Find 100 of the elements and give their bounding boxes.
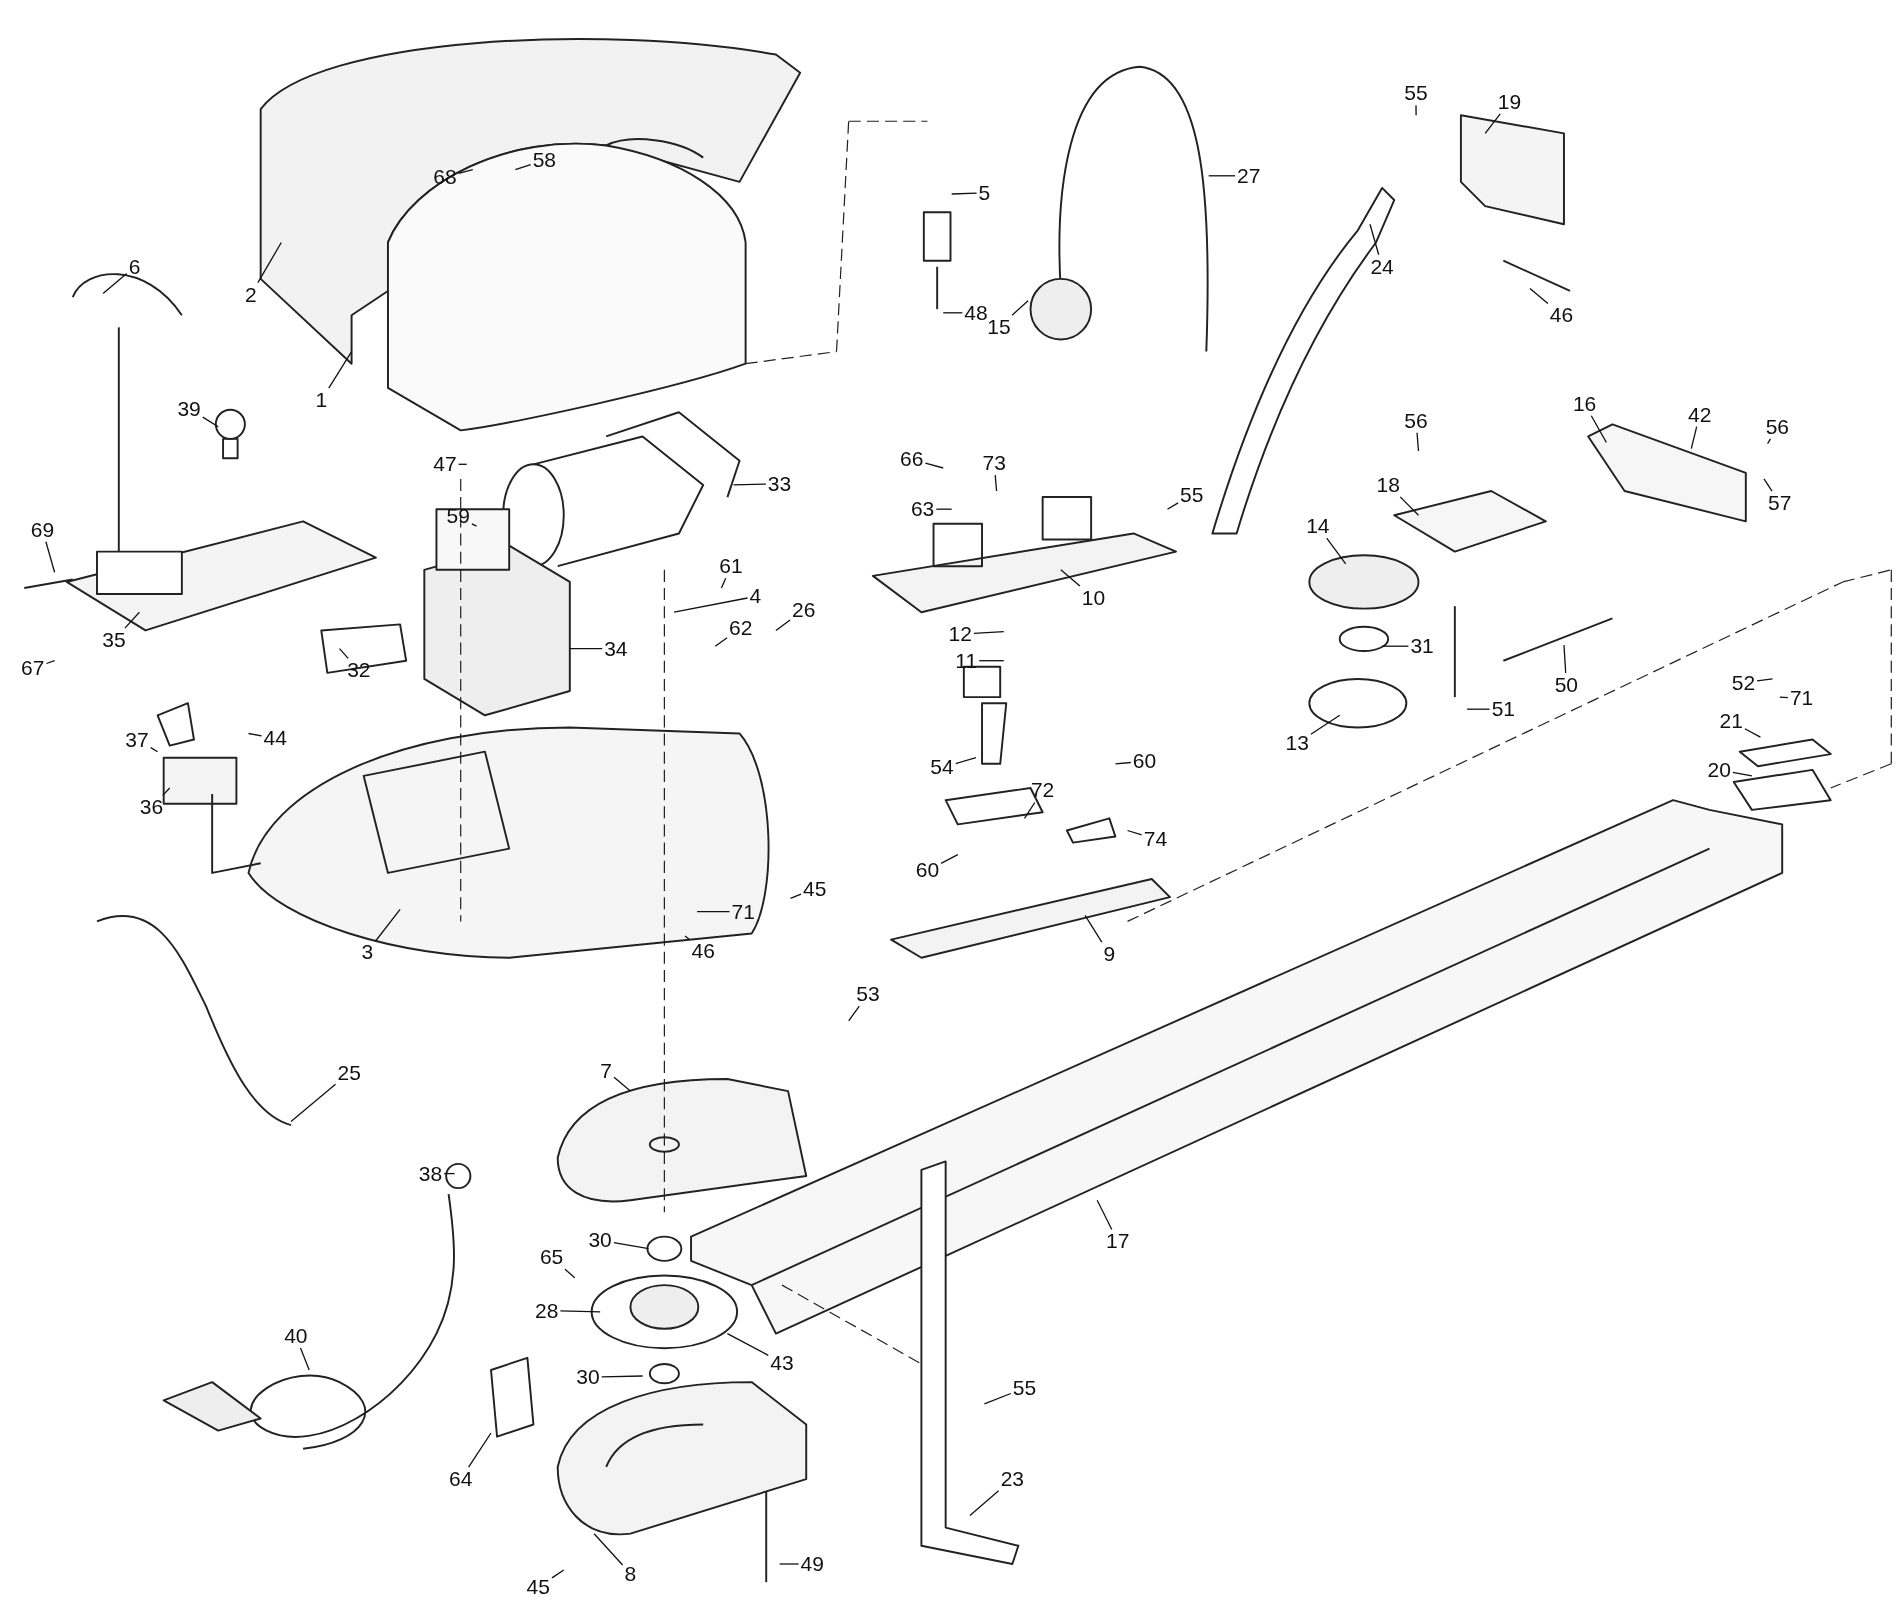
callout-number: 66 [899,448,925,471]
callout-number: 69 [29,518,56,541]
leader-line [338,647,349,660]
callout-number: 14 [1305,515,1331,538]
leader-line [940,854,959,865]
leader-line [848,1005,860,1022]
callout-number: 60 [914,859,941,882]
callout-number: 2 [244,283,258,306]
callout-number: 3 [360,940,375,963]
leader-line [467,1432,492,1468]
callout-number: 38 [417,1162,444,1185]
callout-number: 73 [981,452,1007,475]
callout-number: 10 [1080,586,1107,609]
callout-number: 23 [999,1468,1025,1491]
leader-line [124,611,141,629]
callout-number: 45 [525,1576,551,1598]
leader-line [1126,829,1143,836]
callout-number: 28 [534,1299,560,1322]
leader-line [1166,502,1179,510]
leader-line [551,1569,565,1579]
callout-number: 46 [690,939,716,962]
leader-line [1529,287,1549,305]
callout-number: 40 [283,1325,309,1348]
leader-line [601,1375,644,1378]
callout-number: 21 [1718,710,1744,733]
leader-line [1399,496,1420,516]
callout-number: 26 [791,598,817,621]
callout-number: 37 [124,728,150,751]
callout-number: 36 [138,796,165,819]
callout-number: 18 [1375,473,1401,496]
leader-line [1766,438,1772,445]
leader-line [593,1533,624,1566]
leader-line [45,541,56,573]
callout-number: 31 [1409,635,1435,658]
callout-number: 30 [587,1229,613,1252]
leader-line [726,1332,769,1357]
callout-number: 25 [336,1061,362,1084]
leader-line [1381,645,1410,647]
leader-line [150,746,159,753]
leader-line [1484,113,1501,135]
leader-line [1060,569,1081,587]
callout-number: 56 [1764,415,1790,438]
leader-line [1763,478,1773,492]
leader-line [732,483,767,486]
callout-number: 1 [314,389,329,412]
leader-line [924,462,944,469]
callout-number: 59 [445,505,471,528]
callout-number: 71 [730,900,756,923]
leader-line [1096,1199,1113,1231]
leader-line [1208,175,1236,177]
callout-number: 74 [1142,827,1169,850]
callout-number: 34 [603,637,629,660]
callout-number: 15 [986,316,1012,339]
callout-number: 55 [1403,82,1429,105]
callout-number: 46 [1548,304,1575,327]
leader-line [247,732,263,737]
callout-number: 20 [1706,758,1732,781]
leader-line [775,619,791,632]
leader-line [443,1172,456,1175]
leader-line [714,637,728,647]
callout-number: 4 [748,585,763,608]
leader-line [471,523,478,527]
callout-number: 8 [623,1562,638,1585]
leader-line [257,241,282,284]
leader-line [973,630,1005,634]
leader-line [374,908,401,943]
callout-number: 44 [262,727,288,750]
callout-number: 56 [1403,409,1429,432]
callout-number: 53 [855,983,881,1006]
leader-line [789,893,802,900]
callout-number: 55 [1011,1377,1038,1400]
leader-line [1690,425,1698,450]
callout-number: 45 [802,877,828,900]
callout-number: 30 [575,1366,601,1389]
leader-line [102,272,128,295]
callout-number: 16 [1571,392,1598,415]
leader-line [942,312,963,314]
callout-number: 71 [1788,687,1815,710]
leader-line [45,660,56,665]
leader-line [994,474,998,492]
callout-number: 48 [963,301,989,324]
callout-number: 35 [101,629,127,652]
callout-number: 42 [1687,403,1713,426]
leader-line [684,935,691,941]
leader-line [778,1563,800,1565]
leader-line [1416,432,1420,452]
leader-line [457,463,468,465]
leader-line [1563,644,1567,674]
callout-number: 58 [531,149,557,172]
callout-number: 52 [1730,671,1757,694]
leader-line [457,169,474,175]
leader-line [1756,678,1774,682]
callout-number: 12 [947,623,973,646]
leader-line [328,350,353,389]
callout-number: 39 [176,397,202,420]
leader-line [559,1310,601,1313]
leader-line [1114,761,1132,765]
leader-line [613,1076,632,1092]
leader-line [978,660,1005,662]
leader-line [969,1490,1000,1517]
